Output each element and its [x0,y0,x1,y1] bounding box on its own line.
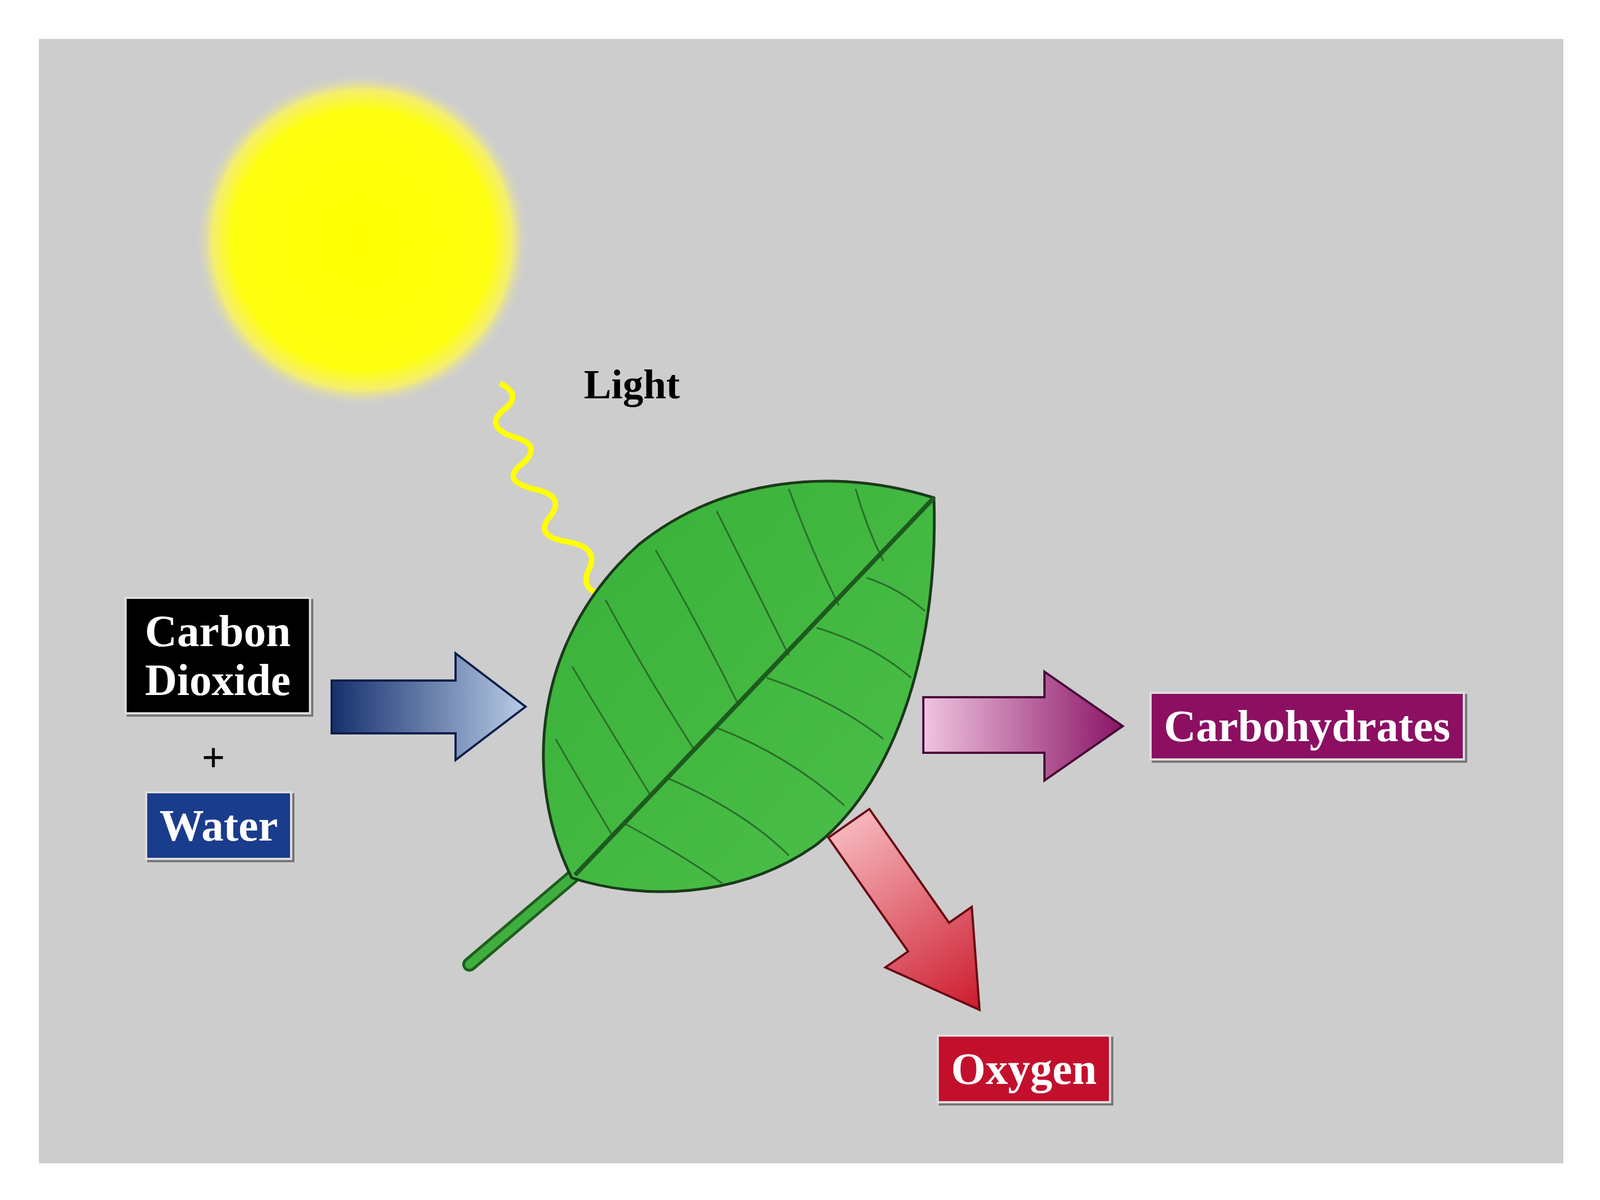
label-box: Carbon Dioxide [124,596,312,715]
box-text: Carbohydrates [1163,701,1451,751]
label-box: Water [145,791,293,860]
annotation-label: Light [583,363,680,405]
leaf [469,481,935,965]
sun [195,73,529,407]
input-arrow [331,653,526,760]
box-text: Water [159,801,278,850]
label-box: Oxygen [936,1034,1112,1104]
box-text: Carbon Dioxide [138,606,297,705]
box-text: Oxygen [951,1044,1097,1094]
background-panel [38,38,1564,1164]
label-box: Carbohydrates [1149,691,1465,761]
annotation-label: + [201,736,225,778]
output-arrow [923,671,1123,781]
output-arrow [805,793,1023,1041]
